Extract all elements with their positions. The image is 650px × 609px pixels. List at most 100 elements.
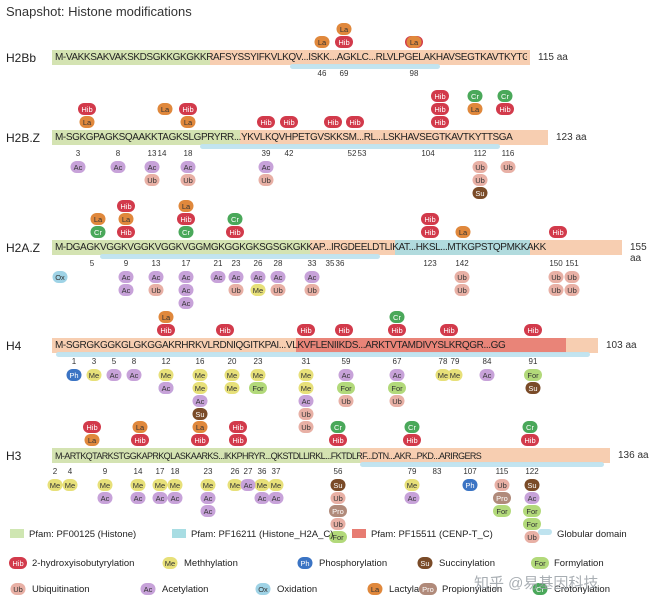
mod-badge-below-shape bbox=[494, 479, 510, 491]
legend-text-ox: Oxidation bbox=[277, 584, 317, 595]
mod-badge-below-shape bbox=[192, 382, 208, 394]
protein-length: 115 aa bbox=[538, 52, 568, 63]
mod-badge-above-label: Cr bbox=[471, 92, 479, 101]
protein-length: 155 aa bbox=[630, 242, 647, 264]
mod-badge-below-label: For bbox=[496, 507, 508, 516]
residue-position: 67 bbox=[393, 357, 402, 366]
mod-badge-above-label: La bbox=[162, 313, 171, 322]
mod-badge-below-shape bbox=[148, 271, 164, 283]
mod-badge-above-label: Hib bbox=[134, 436, 145, 445]
mod-badge-below-label: Me bbox=[253, 286, 263, 295]
mod-badge-below-shape bbox=[227, 479, 243, 491]
mod-badge-above-shape bbox=[117, 226, 135, 238]
mod-badge-above-label: Hib bbox=[327, 118, 338, 127]
mod-badge-below-label: Me bbox=[227, 384, 237, 393]
mod-badge-above-shape bbox=[226, 226, 244, 238]
mod-badge-below-shape bbox=[178, 297, 194, 309]
mod-badge-below-label: Ub bbox=[475, 163, 485, 172]
mod-badge-below-shape bbox=[70, 161, 86, 173]
mod-badge-below-label: Ub bbox=[307, 286, 317, 295]
residue-position: 83 bbox=[433, 467, 442, 476]
mod-badge-below-label: Ac bbox=[408, 494, 417, 503]
mod-badge-below-label: For bbox=[391, 384, 403, 393]
legend-swatch-pfam_histone bbox=[10, 529, 24, 538]
mod-badge-above-label: Cr bbox=[94, 228, 102, 237]
mod-badge-below-label: Ub bbox=[551, 273, 561, 282]
mod-badge-below-label: For bbox=[332, 533, 344, 542]
mod-badge-above-label: Cr bbox=[393, 313, 401, 322]
mod-badge-below-label: Me bbox=[155, 481, 165, 490]
mod-badge-above-shape bbox=[406, 36, 422, 48]
mod-badge-below-label: Ub bbox=[273, 286, 283, 295]
mod-badge-below-shape bbox=[167, 492, 183, 504]
mod-badge-below-label: Ub bbox=[551, 286, 561, 295]
mod-badge-below-shape bbox=[167, 479, 183, 491]
mod-badge-above-label: La bbox=[122, 215, 131, 224]
mod-badge-below-shape bbox=[330, 518, 346, 530]
mod-badge-below-shape bbox=[97, 492, 113, 504]
protein-length: 123 aa bbox=[556, 132, 587, 143]
legend-text-me: Methhylation bbox=[184, 558, 238, 569]
mod-badge-above-shape bbox=[216, 324, 234, 336]
residue-position: 36 bbox=[258, 467, 267, 476]
residue-position: 79 bbox=[451, 357, 460, 366]
mod-badge-below-shape bbox=[254, 492, 270, 504]
mod-badge-above-shape bbox=[455, 226, 471, 238]
residue-position: 59 bbox=[342, 357, 351, 366]
mod-badge-below-label: Ub bbox=[261, 176, 271, 185]
mod-badge-below-label: Me bbox=[407, 481, 417, 490]
residue-position: 14 bbox=[134, 467, 143, 476]
mod-badge-above-shape bbox=[421, 226, 439, 238]
residue-position: 18 bbox=[184, 149, 193, 158]
mod-badge-below-shape bbox=[224, 369, 240, 381]
mod-badge-below-shape bbox=[152, 492, 168, 504]
protein-length: 136 aa bbox=[618, 450, 649, 461]
residue-position: 16 bbox=[196, 357, 205, 366]
mod-badge-below-shape bbox=[493, 492, 511, 504]
mod-badge-above-label: Hib bbox=[338, 326, 349, 335]
mod-badge-above-shape bbox=[118, 213, 134, 225]
mod-badge-below-label: Ph bbox=[465, 481, 474, 490]
mod-badge-below-label: Ac bbox=[122, 286, 131, 295]
mod-badge-above-shape bbox=[257, 116, 275, 128]
mod-badge-above-label: Hib bbox=[232, 423, 243, 432]
legend-text-ub: Ubiquitination bbox=[32, 584, 90, 595]
mod-badge-below-shape bbox=[304, 284, 320, 296]
mod-badge-below-label: Ac bbox=[148, 163, 157, 172]
mod-badge-below-shape bbox=[330, 479, 346, 491]
legend-swatch-pfam_h2a_c bbox=[172, 529, 186, 538]
mod-badge-above-label: Cr bbox=[334, 423, 342, 432]
mod-badge-above-label: Hib bbox=[283, 118, 294, 127]
mod-badge-below-label: Me bbox=[438, 371, 448, 380]
legend-swatch-globular bbox=[538, 529, 552, 535]
mod-badge-below-label: Pro bbox=[332, 507, 344, 516]
mod-badge-below-shape bbox=[270, 271, 286, 283]
mod-badge-below-shape bbox=[250, 369, 266, 381]
residue-position: 104 bbox=[421, 149, 435, 158]
mod-badge-below-shape bbox=[298, 421, 314, 433]
residue-position: 150 bbox=[549, 259, 563, 268]
mod-badge-below-shape bbox=[86, 369, 102, 381]
mod-badge-above-shape bbox=[90, 226, 106, 238]
mod-badge-above-label: Hib bbox=[499, 105, 510, 114]
mod-badge-below-label: Me bbox=[257, 481, 267, 490]
residue-position: 98 bbox=[410, 69, 419, 78]
mod-badge-below-shape bbox=[152, 479, 168, 491]
residue-position: 26 bbox=[231, 467, 240, 476]
residue-position: 1 bbox=[72, 357, 77, 366]
legend-badge-pro-shape bbox=[419, 583, 437, 595]
mod-badge-below-shape bbox=[404, 492, 420, 504]
mod-badge-below-shape bbox=[304, 271, 320, 283]
mod-badge-above-shape bbox=[157, 324, 175, 336]
domain-bar-h2bb-1 bbox=[52, 50, 210, 65]
mod-badge-above-shape bbox=[229, 421, 247, 433]
mod-badge-above-shape bbox=[403, 434, 421, 446]
residue-position: 107 bbox=[463, 467, 477, 476]
legend-text-hib: 2-hydroxyisobutyrylation bbox=[32, 558, 134, 569]
mod-badge-above-label: Hib bbox=[120, 228, 131, 237]
mod-badge-above-shape bbox=[336, 23, 352, 35]
mod-badge-above-label: La bbox=[184, 118, 193, 127]
residue-position: 112 bbox=[474, 149, 487, 158]
mod-badge-below-shape bbox=[454, 284, 470, 296]
mod-badge-below-label: Ac bbox=[342, 371, 351, 380]
